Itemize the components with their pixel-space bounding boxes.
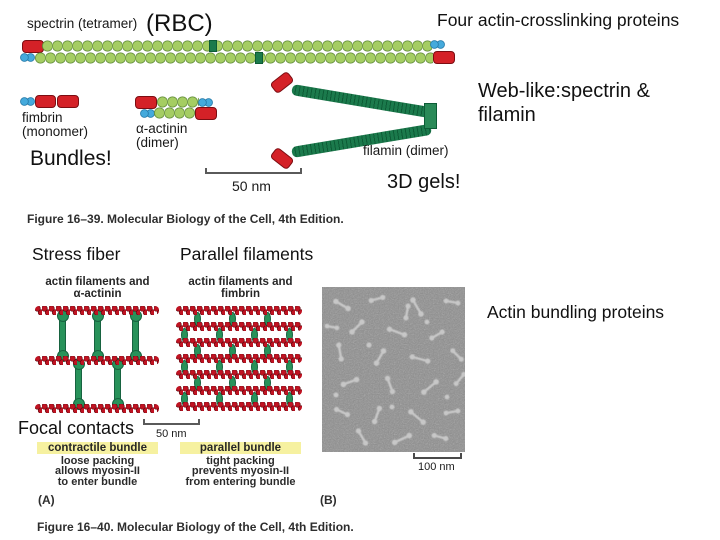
actin-filament <box>176 386 302 395</box>
spectrin-blue-end-left <box>20 52 35 63</box>
parallel-filaments-heading: Parallel filaments <box>180 244 314 264</box>
fimbrin-blue-domain <box>20 96 35 107</box>
actinin-blue-top <box>198 97 213 108</box>
actinin-red-cap-bottom <box>195 107 217 120</box>
spectrin-chain-top <box>42 40 432 52</box>
actinin-crosslinker <box>75 361 82 407</box>
slide-title: Four actin-crosslinking proteins <box>437 10 680 30</box>
scale-bar-50nm-panel-a-label: 50 nm <box>156 428 187 440</box>
actinin-sublabel: (dimer) <box>136 135 179 150</box>
weblike-line1: Web-like:spectrin & <box>478 80 650 102</box>
actinin-crosslinker <box>132 313 139 359</box>
fimbrin-red-domain-1 <box>35 95 56 108</box>
contractile-bundle-notes: loose packing allows myosin-II to enter … <box>25 455 170 488</box>
fimbrin-sublabel: (monomer) <box>22 124 89 139</box>
scale-bar-50nm-panel-a <box>143 419 200 425</box>
parallel-note-1: tight packing <box>206 455 275 467</box>
rbc-annotation: (RBC) <box>146 10 213 37</box>
actinin-rod-bottom <box>154 107 196 119</box>
left-diagram-title-2: α-actinin <box>73 287 122 300</box>
contractile-note-1: loose packing <box>60 455 135 467</box>
actin-bundling-annotation: Actin bundling proteins <box>487 302 665 322</box>
fimbrin-label: fimbrin <box>22 110 63 125</box>
actin-filament <box>176 370 302 379</box>
actin-filament <box>35 306 159 315</box>
scale-bar-50nm <box>205 168 302 174</box>
spectrin-blue-end-right <box>430 39 445 50</box>
actinin-rod-top <box>157 96 199 108</box>
parallel-bundle-notes: tight packing prevents myosin-II from en… <box>168 455 313 488</box>
actinin-crosslinker <box>114 361 121 407</box>
stress-fiber-heading: Stress fiber <box>32 244 121 264</box>
actinin-crosslinker <box>94 313 101 359</box>
left-diagram-title-1: actin filaments and <box>45 276 150 288</box>
actin-filament <box>176 338 302 347</box>
bundles-annotation: Bundles! <box>30 147 112 170</box>
spectrin-junction-bottom <box>255 52 263 64</box>
actin-filament <box>176 322 302 331</box>
parallel-note-2: prevents myosin-II <box>191 465 290 478</box>
figure-16-40-caption: Figure 16–40. Molecular Biology of the C… <box>37 520 354 534</box>
actin-filament <box>35 356 159 365</box>
actinin-crosslinker <box>59 313 66 359</box>
gels-annotation: 3D gels! <box>387 171 461 193</box>
contractile-note-3: to enter bundle <box>57 475 138 488</box>
actin-filament <box>176 306 302 315</box>
parallel-bundle-heading: parallel bundle <box>180 442 301 454</box>
contractile-bundle-heading: contractile bundle <box>37 442 158 454</box>
actin-filament <box>176 402 302 411</box>
contractile-note-2: allows myosin-II <box>55 465 140 478</box>
panel-a-label: (A) <box>38 493 55 507</box>
right-diagram-title-2: fimbrin <box>221 287 260 300</box>
spectrin-tetramer-label: spectrin (tetramer) <box>27 16 138 31</box>
filamin-label: filamin (dimer) <box>363 143 449 158</box>
actin-filament <box>35 404 159 413</box>
scale-bar-100nm-label: 100 nm <box>418 461 455 473</box>
filamin-dimerization-domain <box>424 103 437 129</box>
spectrin-junction-top <box>209 40 217 52</box>
panel-b-label: (B) <box>320 493 337 507</box>
scale-bar-50nm-label: 50 nm <box>232 178 271 194</box>
figure-16-39-caption: Figure 16–39. Molecular Biology of the C… <box>27 212 344 226</box>
spectrin-red-cap-right <box>433 51 455 64</box>
weblike-line2: filamin <box>478 104 536 126</box>
right-diagram-title-1: actin filaments and <box>188 276 293 288</box>
parallel-note-3: from entering bundle <box>185 475 296 488</box>
actin-filament <box>176 354 302 363</box>
focal-contacts-annotation: Focal contacts <box>18 418 135 438</box>
spectrin-chain-bottom <box>35 52 433 64</box>
weblike-annotation: Web-like:spectrin & filamin <box>478 79 650 127</box>
right-diagram-title: actin filaments and fimbrin <box>178 276 303 300</box>
electron-micrograph <box>322 287 467 452</box>
em-dumbbell-molecules <box>324 294 467 446</box>
em-micrograph-image <box>322 287 467 452</box>
actinin-blue-bottom <box>140 108 155 119</box>
filamin-arm-top <box>291 84 432 119</box>
actinin-label: α-actinin <box>136 121 188 136</box>
fimbrin-red-domain-2 <box>57 95 79 108</box>
scale-bar-100nm <box>413 453 462 459</box>
left-diagram-title: actin filaments and α-actinin <box>35 276 160 300</box>
